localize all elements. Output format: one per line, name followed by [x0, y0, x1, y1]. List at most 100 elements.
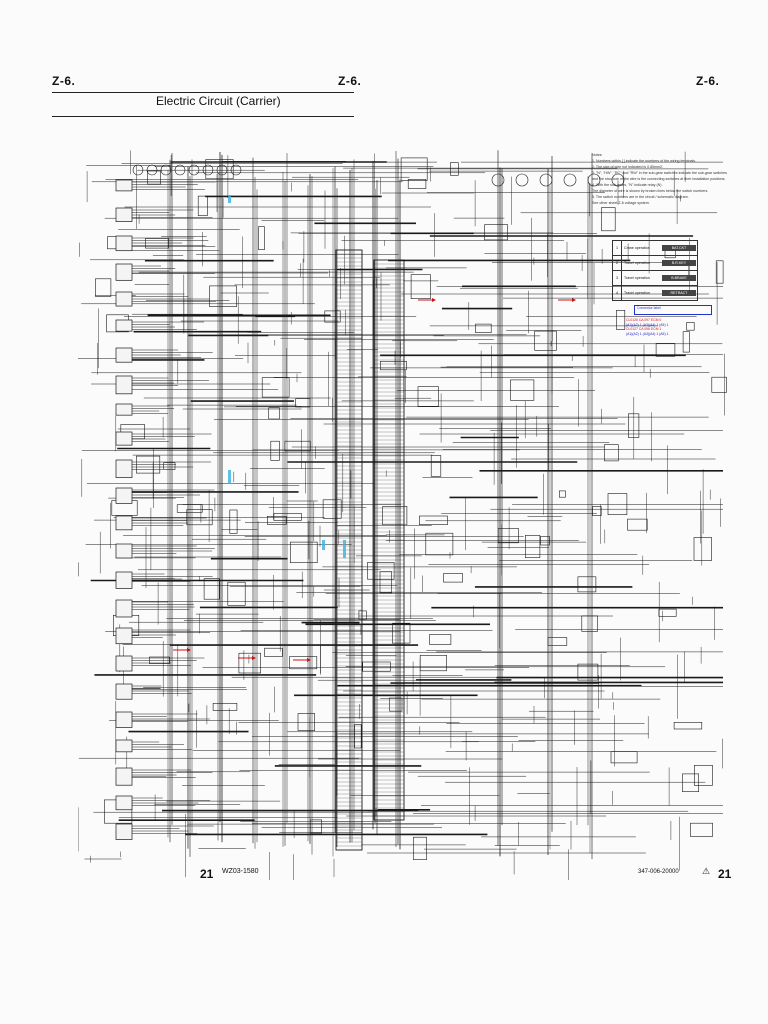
component-box: [203, 578, 220, 600]
red-arrow-head: [252, 656, 256, 660]
connector-block: [115, 683, 133, 700]
component-box: [592, 506, 602, 516]
note-line: 5. The switch numbers are in the circuit…: [592, 195, 689, 199]
component-box: [429, 634, 452, 645]
component-box: [419, 515, 448, 525]
connector-block: [115, 599, 133, 618]
red-arrow-head: [187, 648, 191, 652]
connector-block: [115, 403, 133, 416]
note-line: 2. The size of wire not indicated is 0.8…: [592, 165, 664, 169]
annotation-line: (A1)(A2) 1 (A3)(A4) 1 (A5) 1: [626, 331, 669, 336]
gauge-symbol: [146, 164, 158, 176]
legend-value: RETRACT: [662, 290, 696, 296]
component-box: [524, 535, 541, 558]
gauge-symbol: [216, 164, 228, 176]
component-box: [297, 713, 316, 731]
component-box: [310, 819, 323, 834]
legend-num: 4: [613, 286, 622, 300]
component-box: [95, 278, 112, 297]
connector-block: [115, 431, 133, 446]
connector-block: [115, 263, 133, 281]
component-box: [686, 322, 695, 331]
component-box: [540, 536, 550, 546]
connector-block: [115, 207, 133, 222]
component-box: [362, 661, 391, 672]
component-box: [682, 773, 700, 793]
component-box: [577, 663, 599, 681]
component-box: [290, 541, 318, 564]
connector-block: [115, 459, 133, 478]
component-box: [163, 462, 176, 470]
component-box: [227, 581, 246, 606]
connector-block: [115, 711, 133, 728]
component-box: [443, 573, 463, 583]
highlight-marker: [343, 540, 346, 558]
component-box: [229, 509, 238, 534]
note-line: 3. "N", "HW", "RC" and "RW" in the sub-g…: [592, 171, 727, 175]
component-box: [604, 444, 619, 462]
note-line: and the structure of the wire is the con…: [592, 177, 726, 181]
component-box: [497, 528, 519, 544]
red-arrow-head: [307, 658, 311, 662]
highlight-marker: [228, 470, 231, 484]
section-label-right: Z-6.: [696, 74, 720, 88]
component-box: [392, 622, 411, 644]
note-line: 1. Numbers within [ ] indicate the numbe…: [592, 159, 697, 163]
component-box: [270, 440, 280, 461]
title-rule-top: [52, 92, 354, 93]
component-box: [693, 764, 713, 786]
component-box: [267, 515, 287, 525]
connector-block: [115, 319, 133, 332]
legend-label: Travel operation: [624, 261, 650, 265]
connector-block: [115, 375, 133, 395]
gauge-symbol: [174, 164, 186, 176]
connector-block: [115, 487, 133, 504]
highlight-marker: [322, 540, 325, 550]
page-number-left: 21: [200, 867, 214, 881]
component-box: [413, 836, 427, 861]
component-box: [715, 260, 724, 284]
lamp-symbol: [611, 173, 625, 187]
connector-block: [115, 347, 133, 363]
notes-block: Notes:1. Numbers within [ ] indicate the…: [592, 152, 742, 206]
component-box: [354, 724, 362, 749]
legend-label: Travel operation: [624, 291, 650, 295]
lamp-symbol: [491, 173, 505, 187]
component-box: [145, 238, 170, 249]
component-box: [407, 179, 427, 189]
component-box: [450, 162, 459, 176]
blue-annotation-box: Connector label: [634, 305, 712, 315]
component-box: [693, 537, 712, 561]
connector-block: [115, 627, 133, 645]
connector-block: [115, 291, 133, 307]
component-box: [690, 822, 713, 837]
warning-triangle-icon: ⚠: [702, 866, 711, 876]
component-box: [711, 376, 727, 393]
component-box: [547, 637, 568, 646]
component-box: [610, 751, 638, 764]
component-box: [577, 576, 597, 593]
component-box: [284, 440, 311, 452]
component-box: [186, 509, 213, 526]
legend-label: Travel operation: [624, 276, 650, 280]
title-rule-bottom: [52, 116, 354, 117]
component-box: [264, 647, 283, 657]
connector-block: [115, 515, 133, 531]
component-box: [581, 615, 598, 632]
component-box: [558, 490, 566, 498]
drawing-number: 347-006-20000: [638, 869, 679, 875]
component-box: [410, 274, 431, 299]
component-box: [212, 702, 238, 711]
component-box: [380, 361, 407, 371]
component-box: [289, 656, 318, 670]
connector-block: [115, 655, 133, 672]
component-box: [425, 532, 454, 556]
section-label-middle: Z-6.: [338, 74, 362, 88]
component-box: [268, 407, 280, 420]
